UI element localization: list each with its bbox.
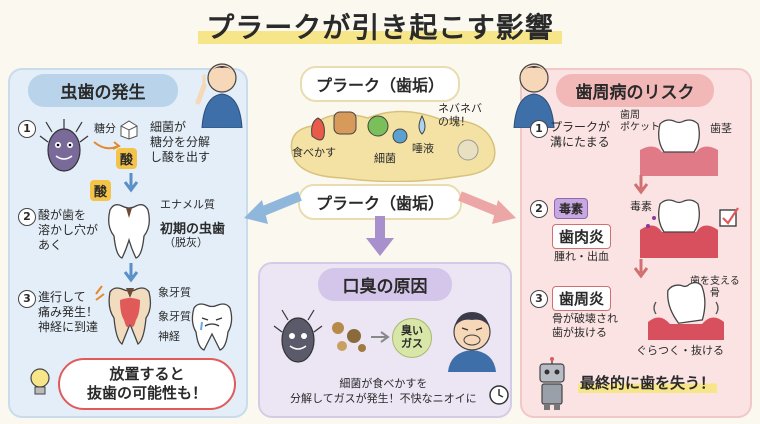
gingivitis-title: 歯肉炎	[552, 224, 612, 249]
checkbox-icon	[719, 207, 739, 227]
arrow-left-icon	[244, 191, 302, 224]
plaque-blob-icon	[290, 110, 496, 182]
wobble-label: ぐらつく・抜ける	[636, 344, 724, 357]
food-crumbs-icon	[332, 322, 366, 352]
toxin-badge: 毒素	[554, 198, 589, 219]
down-arrow-icon	[123, 173, 139, 193]
cavity-step2-number: 2	[18, 208, 36, 226]
dentist-left-icon	[195, 63, 243, 128]
cavity-step3-text: 進行して 痛み発生！ 神経に到達	[38, 290, 99, 334]
cavity-step3-number: 3	[18, 290, 36, 308]
plaque-main-label: プラーク（歯垢）	[298, 184, 462, 220]
enamel-label: エナメル質	[160, 198, 215, 211]
nerve-label: 神経	[158, 330, 180, 343]
tooth-loose-icon	[648, 282, 724, 340]
cavity-header: 虫歯の発生	[28, 74, 178, 107]
perio-step2-number: 2	[530, 200, 548, 218]
dentin-label-1: 象牙質	[158, 286, 191, 299]
bone-label: 歯を支える 骨	[690, 276, 740, 299]
down-arrow-icon	[633, 259, 649, 279]
page-title: プラークが引き起こす影響	[0, 6, 760, 46]
tooth-inflamed-icon	[640, 199, 718, 258]
food-label: 食べかす	[292, 146, 336, 159]
decalcification-label: （脱灰）	[164, 236, 208, 249]
tooth-decay-icon	[108, 204, 150, 259]
dentist-right-icon	[513, 63, 555, 128]
germ-icon	[273, 309, 323, 363]
bad-breath-text: 細菌が食べかすを 分解してガスが発生！不快なニオイに	[290, 377, 477, 405]
cavity-step1-text: 細菌が 糖分を分解 し酸を出す	[150, 120, 211, 164]
pain-spark-icon	[95, 285, 105, 301]
sugar-label: 糖分	[94, 122, 116, 135]
gum-label: 歯茎	[710, 122, 732, 135]
pocket-label: 歯周 ポケット	[620, 110, 660, 133]
germ-icon	[39, 119, 89, 172]
dentin-label-2: 象牙質	[158, 310, 191, 323]
periodontal-header: 歯周病のリスク	[556, 74, 714, 107]
plaque-top-label: プラーク（歯垢）	[300, 66, 460, 102]
robot-icon	[539, 357, 565, 410]
sticky-label: ネバネバ の塊！	[438, 102, 482, 128]
perio-step1-text: プラークが 溝にたまる	[550, 120, 611, 149]
bad-breath-header: 口臭の原因	[318, 268, 452, 301]
sugar-arrow-icon	[93, 141, 121, 150]
saliva-label: 唾液	[412, 142, 434, 155]
tooth-nerve-icon	[108, 287, 152, 345]
cavity-step2-text: 酸が歯を 溶かし穴が あく	[38, 208, 99, 252]
final-tooth-loss: 最終的に歯を失う！	[578, 372, 718, 393]
lightbulb-icon	[30, 368, 50, 395]
bacteria-label: 細菌	[374, 152, 396, 165]
cavity-step1-number: 1	[18, 120, 36, 138]
acid-badge-1: 酸	[116, 148, 138, 169]
person-nose-icon	[448, 312, 496, 372]
perio-step3-number: 3	[530, 290, 548, 308]
arrow-right-icon	[458, 191, 516, 224]
crying-tooth-icon	[191, 303, 233, 351]
periodontitis-text: 骨が破壊され 歯が抜ける	[552, 312, 618, 339]
early-cavity-title: 初期の虫歯	[160, 222, 226, 237]
periodontitis-title: 歯周炎	[552, 286, 612, 311]
acid-badge-2: 酸	[90, 180, 112, 201]
perio-step1-number: 1	[530, 120, 548, 138]
arrow-right-small-icon	[371, 331, 390, 343]
gingivitis-sub: 腫れ・出血	[554, 250, 609, 263]
sugar-cube-icon	[120, 120, 138, 140]
tooth-gum-icon	[640, 119, 718, 176]
gas-label: 臭い ガス	[401, 324, 423, 350]
clock-icon	[489, 385, 509, 405]
arrow-down-icon	[366, 216, 394, 256]
down-arrow-icon	[633, 175, 649, 195]
gas-cloud	[392, 318, 432, 358]
toxin-label: 毒素	[630, 200, 652, 213]
extraction-warning: 放置すると 抜歯の可能性も！	[58, 358, 236, 410]
down-arrow-icon	[123, 263, 139, 283]
